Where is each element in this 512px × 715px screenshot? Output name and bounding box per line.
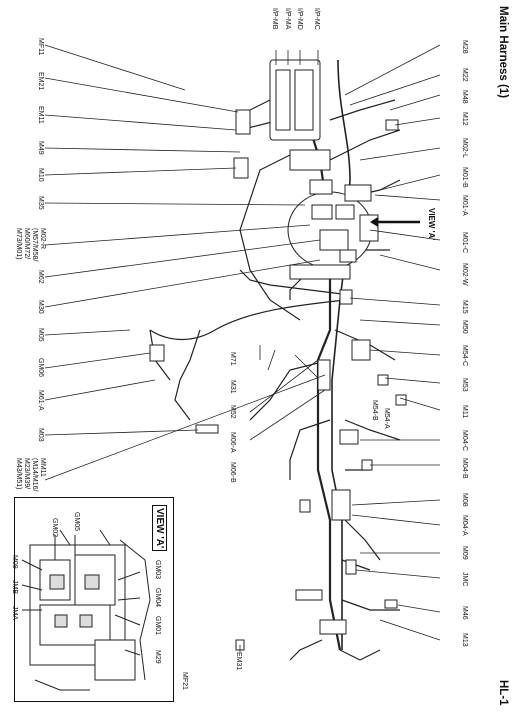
label-GM06: GM06	[37, 358, 44, 378]
view-a-inset-drawing	[21, 529, 151, 691]
page-header	[482, 0, 512, 715]
label-M12: M12	[461, 112, 468, 126]
label-M49: M49	[37, 141, 44, 155]
label-M61A: M61-A	[37, 390, 44, 411]
label-M10: M10	[37, 168, 44, 182]
label-M09: M09	[461, 546, 468, 560]
label-M06A: M06-A	[229, 432, 236, 453]
label-M62: M62	[37, 270, 44, 284]
label-M03: M03	[37, 428, 44, 442]
label-JMC: JMC	[461, 572, 468, 587]
view-a-callout: VIEW 'A'	[427, 208, 436, 241]
label-IPMA: I/P-MA	[284, 8, 291, 30]
view-a-inset-box	[14, 497, 174, 702]
label-EM21: EM21	[37, 72, 44, 91]
label-M01C: M01-C	[461, 232, 468, 254]
label-EM31: EM31	[235, 652, 242, 671]
page-title: Main Harness (1)	[497, 6, 509, 99]
label-M53: M53	[461, 378, 468, 392]
label-MM11-group: MM11 (M14/M16/ M23/M39/ M43/M51)	[15, 458, 46, 492]
label-M28: M28	[461, 40, 468, 54]
label-M04A: M04-A	[461, 515, 468, 536]
label-M02W: M02-W	[461, 263, 468, 286]
label-M04B: M04-B	[461, 458, 468, 479]
label-M54B: M54-B	[371, 400, 378, 421]
label-M11: M11	[461, 405, 468, 419]
label-M52: M52	[229, 405, 236, 419]
label-M48: M48	[461, 90, 468, 104]
label-EM11: EM11	[37, 106, 44, 124]
label-MF11: MF11	[37, 38, 44, 56]
label-M13: M13	[461, 633, 468, 647]
label-GM01: GM01	[154, 616, 161, 636]
page-number: HL-1	[497, 680, 509, 706]
label-M06B: M06-B	[229, 462, 236, 483]
label-M29: M29	[154, 650, 161, 664]
view-a-arrow	[370, 217, 420, 227]
label-M05: M05	[37, 328, 44, 342]
label-M15: M15	[461, 300, 468, 314]
label-M02L: M02-L	[461, 138, 468, 158]
label-M54C: M54-C	[461, 345, 468, 367]
label-M46: M46	[461, 606, 468, 620]
harness-components	[149, 59, 407, 651]
label-M01B: M01-B	[461, 167, 468, 188]
label-MF21: MF21	[181, 672, 188, 690]
label-M08: M08	[461, 493, 468, 507]
label-GM03: GM03	[154, 560, 161, 580]
label-M71: M71	[229, 352, 236, 366]
label-GM02: GM02	[51, 518, 58, 538]
label-M22: M22	[461, 68, 468, 82]
label-M04C: M04-C	[461, 430, 468, 452]
label-M01A: M01-A	[461, 195, 468, 216]
label-IPMD: I/P-MD	[296, 8, 303, 30]
label-GM05: GM05	[73, 512, 80, 532]
label-M54A: M54-A	[383, 408, 390, 429]
label-M35: M35	[37, 196, 44, 210]
label-M09-inset: M09	[11, 555, 18, 569]
label-IPMC: I/P-MC	[313, 8, 320, 30]
view-a-inset-title: VIEW 'A'	[152, 505, 167, 552]
label-M30: M30	[37, 300, 44, 314]
label-IPMB: I/P-MB	[271, 8, 278, 30]
label-GM04: GM04	[154, 588, 161, 608]
label-M31: M31	[229, 380, 236, 394]
label-JMA: JMA	[11, 606, 18, 620]
leader-lines	[44, 44, 441, 652]
label-M02R-group: M02-R (M57/M58/ M60/M72/ M73/M01)	[15, 228, 46, 262]
label-JMB: JMB	[11, 580, 18, 594]
label-M50: M50	[461, 320, 468, 334]
